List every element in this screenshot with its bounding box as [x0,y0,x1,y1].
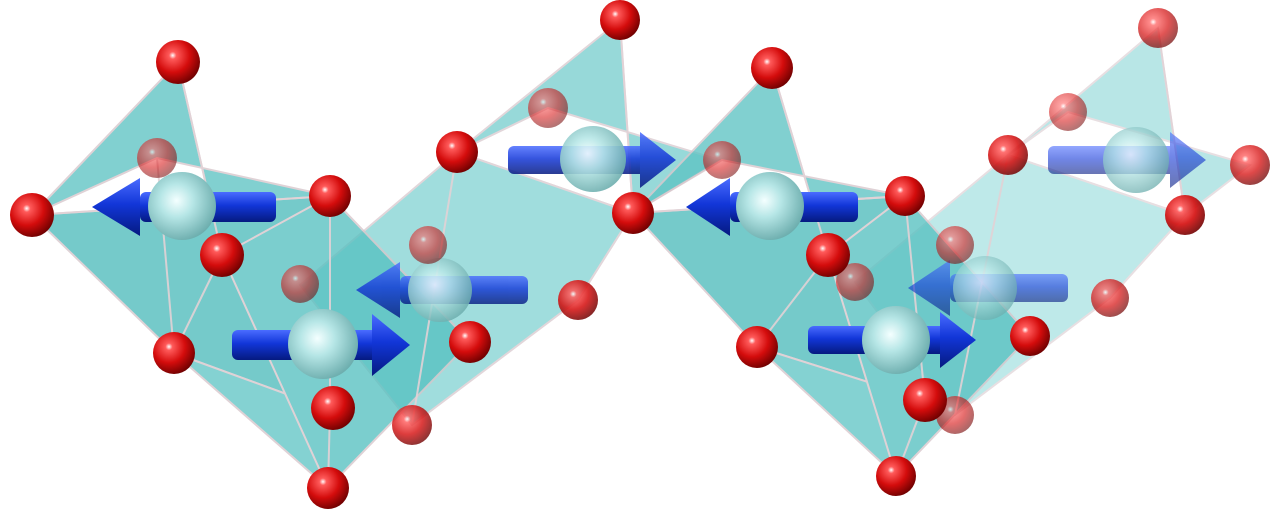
oxygen-atom [836,263,874,301]
oxygen-atom [988,135,1028,175]
oxygen-atom [156,40,200,84]
oxygen-atom [806,233,850,277]
oxygen-atom [436,131,478,173]
oxygen-atom [936,226,974,264]
oxygen-atom [1010,316,1050,356]
oxygen-atom [449,321,491,363]
oxygen-atom [612,192,654,234]
oxygen-atom [736,326,778,368]
metal-atom-6 [862,306,930,374]
oxygen-atom [528,88,568,128]
oxygen-atom [903,378,947,422]
oxygen-atom [751,47,793,89]
oxygen-atom [1091,279,1129,317]
oxygen-atom [153,332,195,374]
oxygen-atom [1138,8,1178,48]
oxygen-atom [307,467,349,509]
oxygen-atom [703,141,741,179]
oxygen-atom [600,0,640,40]
oxygen-atom [281,265,319,303]
oxygen-atoms [10,0,1270,509]
oxygen-atom [200,233,244,277]
metal-atom-3 [408,258,472,322]
oxygen-atom [10,193,54,237]
metal-atom-4 [288,309,358,379]
oxygen-atom [409,226,447,264]
oxygen-atom [1049,93,1087,131]
oxygen-atom [1165,195,1205,235]
oxygen-atom [558,280,598,320]
metal-atom-7 [953,256,1017,320]
oxygen-atom [309,175,351,217]
metal-atom-5 [736,172,804,240]
metal-atom-2 [560,126,626,192]
oxygen-atom [876,456,916,496]
oxygen-atom [1230,145,1270,185]
metal-atom-1 [148,172,216,240]
metal-atom-8 [1103,127,1169,193]
oxygen-atom [392,405,432,445]
oxygen-atom [885,176,925,216]
oxygen-atom [311,386,355,430]
oxygen-atom [137,138,177,178]
